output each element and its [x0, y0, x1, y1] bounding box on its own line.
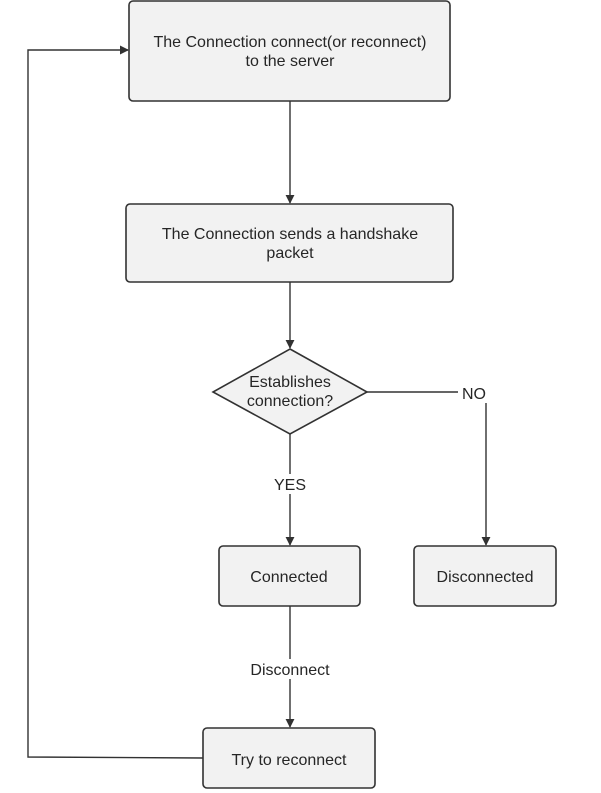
edge-label-disconnect: Disconnect — [250, 662, 330, 679]
node-decision-label-line1: Establishes — [249, 374, 331, 391]
node-reconnect-label: Try to reconnect — [231, 752, 347, 769]
node-connect-label-line1: The Connection connect(or reconnect) — [153, 34, 426, 51]
edge-label-no: NO — [462, 386, 486, 403]
node-disconnected: Disconnected — [413, 545, 557, 607]
node-decision-label-line2: connection? — [247, 393, 333, 410]
edge-label-yes: YES — [274, 477, 306, 494]
node-handshake-label-line2: packet — [266, 245, 314, 262]
node-reconnect: Try to reconnect — [202, 727, 376, 789]
node-connected-label: Connected — [250, 569, 327, 586]
node-connect: The Connection connect(or reconnect) to … — [128, 0, 451, 102]
edge-decision-to-disconnected — [367, 391, 491, 546]
node-disconnected-label: Disconnected — [437, 569, 534, 586]
node-handshake: The Connection sends a handshake packet — [125, 203, 454, 283]
node-connect-label-line2: to the server — [246, 53, 336, 70]
edge-reconnect-to-connect — [27, 45, 204, 759]
node-connected: Connected — [218, 545, 361, 607]
node-handshake-label-line1: The Connection sends a handshake — [162, 226, 418, 243]
node-decision: Establishes connection? — [211, 348, 369, 435]
